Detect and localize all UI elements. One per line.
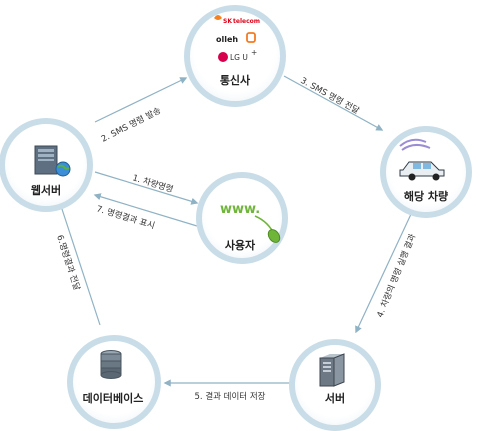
server-tower-icon [34,145,58,175]
edge-webserver-to-user [94,171,199,205]
node-web-server: 웹서버 [0,118,93,212]
edge-database-to-webserver [58,201,101,326]
server-rack-icon [319,353,345,387]
node-carrier: SK telecom olleh LG U + 통신사 [184,5,286,107]
www-logo: www. [220,202,260,217]
database-icon [100,350,122,379]
edge-label-5: 5. 결과 데이터 저장 [195,391,266,402]
node-database: 데이터베이스 [67,335,161,429]
edges [58,75,413,387]
lg-logo-sup: + [251,48,257,57]
lg-uplus-logo: LG U + [218,48,257,62]
node-label-web-server: 웹서버 [31,183,61,197]
mouse-icon [254,215,281,243]
node-label-database: 데이터베이스 [83,391,144,405]
edge-carrier-to-vehicle [283,75,384,131]
edge-label-6: 6.명령결과 전달 [54,234,82,292]
lg-logo-text: LG U [230,53,248,62]
node-label-server: 서버 [325,391,345,405]
edge-label-3: 3. SMS 명령 전달 [299,75,362,117]
edge-label-1: 1. 차량명령 [131,172,174,195]
edge-label-7: 7. 명령결과 표시 [95,203,156,231]
olleh-logo: olleh [216,32,256,44]
edge-user-to-webserver [93,193,198,227]
node-vehicle: 해당 차량 [380,126,472,218]
node-label-carrier: 통신사 [220,73,251,87]
node-label-vehicle: 해당 차량 [404,189,448,203]
node-user: www. 사용자 [196,172,288,264]
edge-label-2: 2. SMS 명령 발송 [99,105,163,145]
globe-icon [55,161,71,177]
car-icon [399,138,445,181]
sk-logo-text: SK [223,18,232,25]
olleh-logo-text: olleh [216,35,238,44]
sk-telecom-logo: SK telecom [214,15,260,25]
sk-logo-sub: telecom [233,18,260,25]
edge-vehicle-to-server [355,211,413,334]
node-label-user: 사용자 [225,238,256,252]
edge-webserver-to-carrier [94,77,188,123]
node-server: 서버 [289,339,381,431]
